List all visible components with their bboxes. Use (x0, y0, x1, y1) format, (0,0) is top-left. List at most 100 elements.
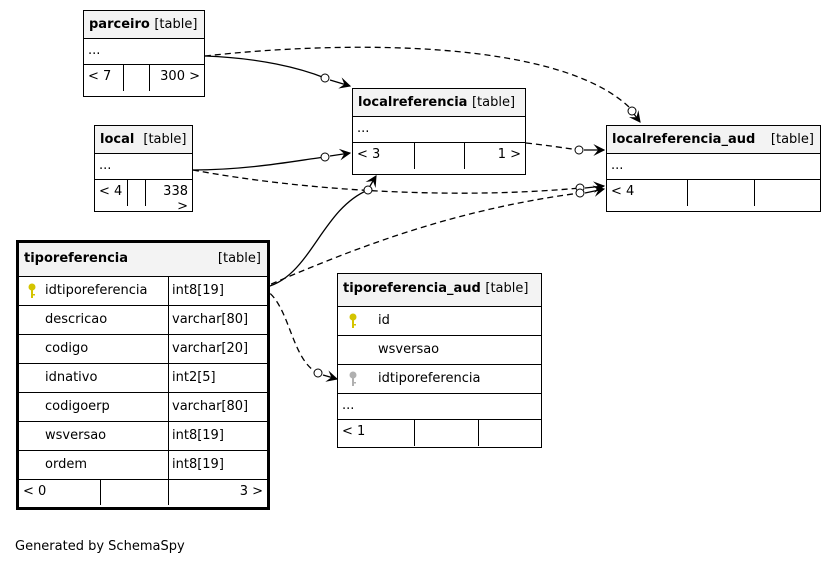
table-localreferencia-aud[interactable]: localreferencia_aud [table] ... < 4 (606, 125, 821, 212)
parents-count: < 3 (353, 143, 415, 169)
columns-count (124, 65, 150, 91)
column-name: codigo (19, 335, 169, 363)
primary-key-icon (349, 313, 357, 328)
table-ellipsis: ... (84, 39, 204, 65)
parents-count: < 7 (84, 65, 124, 91)
table-type: [table] (770, 132, 814, 147)
column-name: codigoerp (19, 393, 169, 421)
children-count: 3 > (239, 484, 263, 499)
column-row[interactable]: codigo varchar[20] (19, 335, 267, 364)
parents-count: < 4 (95, 180, 128, 206)
primary-key-icon (28, 283, 36, 298)
foreign-key-icon (349, 371, 357, 386)
link-end-circle (627, 106, 637, 116)
columns-count (128, 180, 146, 206)
table-localreferencia[interactable]: localreferencia [table] ... < 3 1 > (352, 88, 526, 175)
column-row[interactable]: wsversao int8[19] (19, 422, 267, 451)
table-type: [table] (154, 17, 198, 32)
columns-count (415, 143, 465, 169)
link-parceiro-localreferencia-aud (204, 46, 631, 109)
table-type: [table] (143, 132, 187, 147)
table-header: tiporeferencia [table] (19, 243, 267, 277)
table-name: tiporeferencia (24, 251, 129, 266)
table-type: [table] (485, 281, 529, 296)
column-name: idtiporeferencia (378, 371, 481, 386)
parents-count: < 1 (338, 420, 415, 446)
link-arrow (629, 110, 641, 123)
table-name: tiporeferencia_aud (343, 281, 481, 296)
children-count: 338 > (163, 184, 188, 214)
link-arrow (322, 370, 339, 382)
link-local-localreferencia-aud (192, 169, 581, 194)
column-row[interactable]: wsversao (338, 336, 541, 365)
table-ellipsis: ... (353, 117, 525, 143)
parents-count: < 4 (607, 180, 688, 206)
link-end-circle (575, 188, 585, 198)
table-name: local (100, 132, 135, 147)
children-count (755, 180, 820, 206)
table-tiporeferencia[interactable]: tiporeferencia [table] idtiporeferencia … (16, 240, 270, 510)
table-tiporeferencia-aud[interactable]: tiporeferencia_aud [table] id wsversao i… (337, 273, 542, 448)
parents-count: < 0 (19, 480, 101, 505)
link-tiporeferencia-localreferencia-aud (261, 192, 581, 289)
link-tiporeferencia-tiporeferencia-aud (261, 287, 319, 374)
column-row[interactable]: codigoerp varchar[80] (19, 393, 267, 422)
table-header: localreferencia_aud [table] (607, 126, 820, 154)
column-name: descricao (19, 306, 169, 334)
column-name: idtiporeferencia (45, 283, 148, 298)
column-row[interactable]: idnativo int2[5] (19, 364, 267, 393)
column-type: int2[5] (172, 370, 216, 385)
link-arrow (365, 174, 377, 189)
column-type: int8[19] (172, 428, 224, 443)
table-name: localreferencia (358, 95, 468, 110)
table-footer: < 4 338 > (95, 180, 192, 214)
column-name: id (378, 313, 390, 328)
link-local-localreferencia (192, 156, 326, 171)
children-count: 1 > (497, 147, 521, 162)
column-row[interactable]: idtiporeferencia int8[19] (19, 277, 267, 306)
link-end-circle (320, 152, 330, 162)
link-arrow (329, 148, 352, 161)
table-footer: < 3 1 > (353, 143, 525, 169)
column-name: ordem (19, 451, 169, 479)
column-row[interactable]: descricao varchar[80] (19, 306, 267, 335)
table-footer: < 4 (607, 180, 820, 206)
table-ellipsis: ... (95, 154, 192, 180)
table-local[interactable]: local [table] ... < 4 338 > (94, 125, 193, 214)
column-type: int8[19] (172, 283, 224, 298)
table-footer: < 7 300 > (84, 65, 204, 91)
link-arrow (584, 181, 606, 193)
table-name: parceiro (89, 17, 150, 32)
generated-by-note: Generated by SchemaSpy (15, 539, 185, 554)
link-end-circle (574, 145, 584, 155)
table-header: tiporeferencia_aud [table] (338, 274, 541, 307)
column-type: varchar[80] (172, 312, 249, 327)
table-footer: < 1 (338, 420, 541, 446)
column-row[interactable]: ordem int8[19] (19, 451, 267, 480)
columns-count (688, 180, 755, 206)
link-end-circle (313, 368, 323, 378)
children-count (479, 420, 541, 446)
table-footer: < 0 3 > (19, 480, 267, 505)
link-end-circle (363, 185, 373, 195)
link-arrow (329, 77, 352, 89)
link-arrow (584, 185, 606, 197)
link-tiporeferencia-localreferencia (261, 189, 369, 289)
table-name: localreferencia_aud (612, 132, 756, 147)
table-type: [table] (217, 251, 261, 266)
columns-count (101, 480, 169, 505)
column-type: varchar[80] (172, 399, 249, 414)
table-type: [table] (471, 95, 516, 110)
link-parceiro-localreferencia (204, 55, 326, 79)
columns-count (415, 420, 479, 446)
table-header: local [table] (95, 126, 192, 154)
column-name: wsversao (378, 342, 440, 357)
column-type: int8[19] (172, 457, 224, 472)
link-localreferencia-localreferencia-aud (525, 142, 580, 151)
children-count: 300 > (160, 69, 200, 84)
column-row[interactable]: id (338, 307, 541, 336)
column-row[interactable]: idtiporeferencia (338, 365, 541, 394)
table-parceiro[interactable]: parceiro [table] ... < 7 300 > (83, 10, 205, 97)
table-ellipsis: ... (338, 394, 541, 420)
